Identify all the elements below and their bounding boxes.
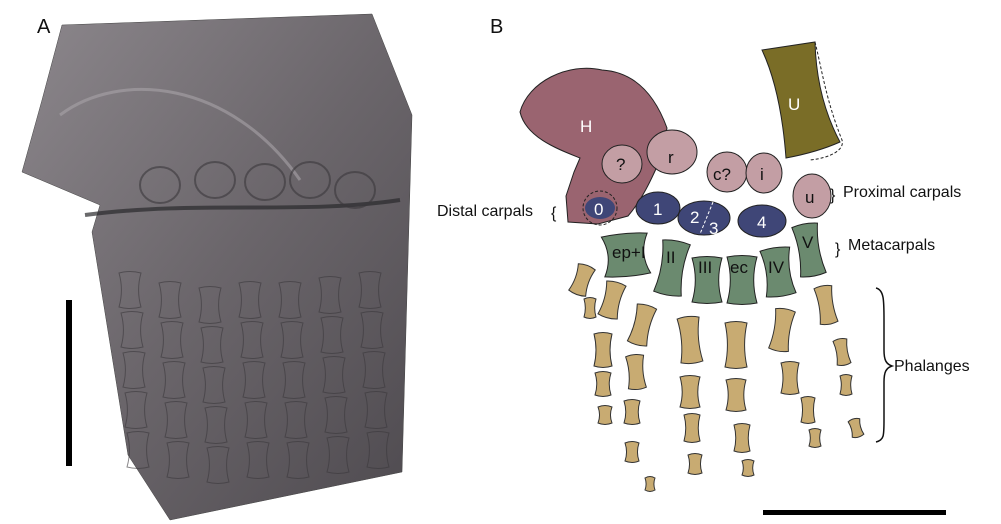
phalanx [597,405,613,425]
centrale-label: c? [713,165,731,184]
unknown-carpal [601,144,643,184]
metacarpal-mc1 [600,232,652,278]
metacarpal-mc2 [653,239,691,297]
metacarpal-mc4 [759,246,797,298]
metacarpal-mc_ec [726,255,758,305]
phalanx [623,399,641,425]
phalanges [568,263,865,492]
phalanx [808,428,822,448]
phalanx [594,371,612,397]
intermedium [745,152,783,194]
phalanx [741,459,755,477]
proximal-carpals-label: Proximal carpals [843,184,961,201]
phalanx [832,337,852,367]
phalanx [644,476,656,492]
phalanx [626,303,658,347]
phalanx [725,378,747,412]
distal-carpals-label: Distal carpals [437,203,533,220]
distal-carpal-3-label: 3 [709,219,718,238]
phalanx [847,417,865,439]
phalanx [800,396,816,424]
fossil-photo [21,13,413,521]
distal-carpal-4-label: 4 [757,213,766,232]
phalanges-label: Phalanges [894,358,970,375]
humerus-label: H [580,117,592,136]
phalanx [733,423,751,453]
phalanx [583,297,597,319]
intermedium-label: i [760,165,764,184]
scale-bar-a [66,300,72,466]
distal-carpal-1-label: 1 [653,200,662,219]
metacarpal-mc3 [691,256,723,304]
distal-carpal-0-label: 0 [594,200,603,219]
metacarpals-label: Metacarpals [848,237,935,254]
phalanx [568,263,596,297]
metacarpal-label: V [802,233,814,252]
phalanx [780,361,800,395]
phalanx [839,374,853,396]
radiale [646,129,698,175]
phalanx [593,332,613,368]
ulna-label: U [788,95,800,114]
proximal-carpals-brace: } [830,187,836,204]
phalanges-brace [875,287,895,443]
scale-bar-b [763,510,946,515]
phalanx [625,353,647,391]
phalanx [724,321,748,369]
radiale-label: r [668,148,674,167]
ulnare-label: u [805,188,814,207]
ulnare [792,173,832,219]
phalanx [597,280,627,320]
panel-a-label: A [37,16,51,38]
metacarpal-label: IV [768,258,785,277]
metacarpal-mc5 [791,222,827,278]
metacarpal-label: II [666,248,675,267]
metacarpal-label: ec [730,258,748,277]
distal-carpal-2-3 [677,200,731,236]
phalanx [679,375,701,409]
metacarpal-label: III [698,258,712,277]
distal-carpal-4 [737,204,787,238]
phalanx [768,307,796,353]
unknown-carpal-label: ? [616,155,625,174]
metacarpal-label: ep+I [612,243,646,262]
phalanx [813,284,839,326]
phalanx [687,453,703,475]
ulna [761,41,841,159]
distal-carpals-brace: { [551,205,557,222]
phalanx [624,441,640,463]
panel-b-label: B [490,16,503,38]
phalanx [676,315,704,365]
metacarpals-brace: } [835,241,841,258]
distal-carpal-1 [635,191,681,225]
distal-carpal-2-label: 2 [690,208,699,227]
distal-carpal-0 [585,197,615,219]
phalanx [683,413,701,443]
